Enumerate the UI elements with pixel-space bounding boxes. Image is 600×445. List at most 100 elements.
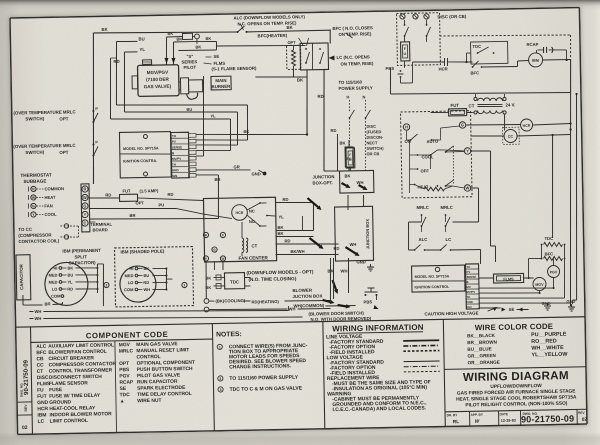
svg-text:RD: RD — [282, 197, 288, 202]
svg-text:HEAT: HEAT — [44, 195, 56, 200]
svg-text:MRLC: MRLC — [440, 205, 453, 210]
svg-text:BK: BK — [67, 265, 73, 270]
svg-text:MGV/PGV: MGV/PGV — [146, 70, 168, 75]
svg-text:Y: Y — [83, 212, 86, 217]
svg-text:BU: BU — [67, 272, 73, 277]
svg-text:(COMPRESSOR: (COMPRESSOR — [18, 232, 52, 238]
svg-text:RD: RD — [333, 246, 339, 251]
svg-text:LC: LC — [445, 237, 451, 242]
svg-text:W: W — [221, 257, 224, 261]
svg-text:FAN: FAN — [44, 203, 52, 208]
svg-text:RD: RD — [113, 59, 119, 64]
svg-text:OR__ORANGE: OR__ORANGE — [467, 360, 499, 366]
svg-text:DISC: DISC — [36, 375, 48, 381]
svg-text:IGN: IGN — [171, 174, 176, 178]
svg-text:BK: BK — [277, 225, 283, 230]
svg-text:TO 115/1/60: TO 115/1/60 — [338, 80, 362, 85]
svg-text:TERMINAL: TERMINAL — [90, 222, 112, 227]
svg-text:TDC: TDC — [229, 279, 239, 284]
svg-text:P: P — [95, 107, 98, 111]
svg-text:(N.O. TIME CLOSING): (N.O. TIME CLOSING) — [248, 276, 296, 282]
svg-text:(1.5 AMP): (1.5 AMP) — [139, 188, 159, 193]
svg-text:BK: BK — [143, 266, 149, 271]
svg-text:MED: MED — [124, 273, 133, 278]
svg-text:MAIN GAS VALVE: MAIN GAS VALVE — [136, 341, 178, 348]
svg-text:YL: YL — [278, 214, 284, 219]
svg-text:BFC: BFC — [470, 70, 479, 75]
svg-text:GND: GND — [356, 259, 365, 264]
svg-text:DR. BY: DR. BY — [446, 413, 458, 417]
svg-text:PBS: PBS — [385, 66, 394, 71]
svg-text:OPT: OPT — [119, 361, 129, 367]
svg-text:F: F — [349, 153, 351, 157]
svg-text:SERIES: SERIES — [181, 59, 197, 64]
svg-text:HI: HI — [129, 266, 133, 271]
svg-text:RO__RED: RO__RED — [531, 338, 557, 344]
svg-text:APP. BY: APP. BY — [470, 413, 483, 417]
svg-text:FLMS: FLMS — [503, 277, 514, 281]
svg-text:BU: BU — [138, 36, 144, 41]
svg-text:24 V.: 24 V. — [505, 102, 515, 107]
svg-text:1: 1 — [183, 283, 185, 287]
svg-text:W: W — [465, 185, 469, 190]
svg-text:RD: RD — [105, 192, 111, 197]
svg-text:(OVER TEMPERATURE MRLC: (OVER TEMPERATURE MRLC — [13, 109, 76, 115]
svg-text:BK: BK — [243, 129, 249, 134]
svg-text:IBM: IBM — [37, 412, 46, 418]
svg-text:GR__GREEN: GR__GREEN — [467, 353, 496, 359]
svg-text:BK: BK — [339, 140, 345, 145]
svg-text:GND: GND — [171, 168, 179, 172]
svg-text:TDC: TDC — [472, 44, 481, 49]
svg-text:SPLIT: SPLIT — [74, 254, 87, 259]
svg-text:PUSH BUTTON SWITCH: PUSH BUTTON SWITCH — [136, 366, 192, 373]
svg-text:BK: BK — [205, 36, 211, 41]
svg-text:F: F — [403, 47, 406, 51]
svg-text:LIMIT CONTROL: LIMIT CONTROL — [49, 418, 87, 425]
svg-text:YL: YL — [67, 279, 73, 284]
svg-text:FUSE W/ TIME DELAY: FUSE W/ TIME DELAY — [49, 393, 101, 400]
svg-text:SWITCH): SWITCH) — [25, 150, 44, 155]
svg-text:SWITCH): SWITCH) — [25, 116, 44, 121]
svg-text:HCR: HCR — [438, 66, 447, 71]
svg-text:WH(COMMON): WH(COMMON) — [293, 303, 324, 309]
svg-text:B: B — [171, 151, 174, 155]
svg-text:GND: GND — [566, 299, 575, 304]
svg-text:RCAP: RCAP — [526, 42, 538, 47]
svg-text:HCR: HCR — [235, 211, 243, 215]
svg-text:MANUAL RESET LIMIT: MANUAL RESET LIMIT — [136, 347, 189, 354]
svg-text:CB: CB — [36, 356, 44, 362]
svg-text:(DOWNFLOW MODELS - OPT): (DOWNFLOW MODELS - OPT) — [246, 269, 313, 275]
svg-text:BR: BR — [129, 213, 135, 218]
svg-text:RD: RD — [67, 286, 73, 291]
svg-text:BK__BLACK: BK__BLACK — [467, 333, 496, 339]
svg-text:LO: LO — [127, 280, 133, 285]
svg-text:BR: BR — [214, 177, 220, 182]
svg-text:DWG. NO.: DWG. NO. — [19, 383, 23, 398]
svg-text:RL: RL — [452, 419, 459, 425]
svg-text:U: U — [403, 52, 406, 56]
svg-text:OPT: OPT — [59, 150, 68, 155]
svg-text:WH__WHITE: WH__WHITE — [531, 345, 564, 352]
svg-text:WH: WH — [349, 242, 356, 247]
svg-text:TDC: TDC — [544, 236, 553, 241]
svg-text:WH: WH — [34, 309, 41, 314]
svg-text:SE: SE — [119, 386, 126, 392]
svg-text:BLOWER: BLOWER — [292, 288, 312, 293]
svg-text:MV: MV — [466, 285, 470, 289]
svg-text:OPT: OPT — [135, 200, 144, 205]
svg-text:GROUND: GROUND — [49, 399, 71, 405]
svg-text:CIRCUIT BREAKER: CIRCUIT BREAKER — [48, 355, 94, 362]
svg-text:CT: CT — [468, 103, 474, 108]
svg-text:PBS: PBS — [119, 367, 130, 373]
svg-text:U: U — [349, 158, 352, 162]
svg-text:IGN: IGN — [466, 305, 471, 309]
svg-text:LO: LO — [51, 287, 57, 292]
svg-text:HCR: HCR — [522, 124, 530, 128]
svg-text:BFC ( N.O. CLOSES: BFC ( N.O. CLOSES — [332, 25, 373, 31]
svg-text:12-29-83: 12-29-83 — [500, 419, 515, 423]
svg-text:THERMOSTAT: THERMOSTAT — [20, 172, 51, 178]
svg-text:FAN CENTER: FAN CENTER — [238, 255, 268, 261]
svg-text:BU__BLUE: BU__BLUE — [467, 346, 491, 351]
svg-text:02: 02 — [21, 425, 27, 431]
svg-text:RD: RD — [330, 128, 336, 133]
